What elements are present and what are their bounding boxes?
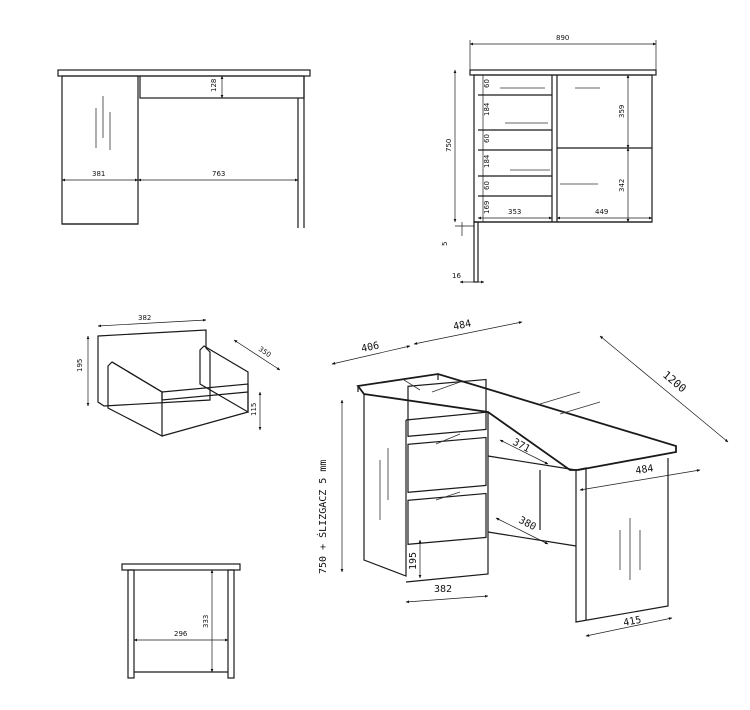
dim-drawer-front-a: 60 (483, 79, 491, 88)
front-view: 128 381 763 (57, 69, 311, 228)
dim-iso-top-depth: 406 (360, 340, 380, 355)
shelf-left-side (127, 569, 135, 679)
drawer-view: 195 382 350 115 (76, 314, 281, 437)
dim-iso-drawer-h: 195 (408, 552, 419, 570)
dim-iso-top-width: 484 (452, 318, 472, 333)
iso-drawer-3 (407, 492, 487, 545)
dim-shelf-lower: 342 (618, 179, 626, 192)
dim-bottom-gap: 169 (483, 201, 491, 214)
dim-iso-cabinet-w: 382 (434, 584, 452, 595)
dim-drawer-height: 195 (76, 359, 84, 372)
dim-shelf-upper: 359 (618, 105, 626, 118)
dim-thickness: 16 (452, 272, 461, 280)
dim-pedestal-width: 381 (92, 170, 105, 178)
iso-cabinet-front (405, 411, 489, 583)
side-desktop (469, 69, 657, 76)
iso-view: 406 484 1200 484 750 + ŚLIZGACZ 5 mm 371… (316, 318, 729, 637)
iso-side-leg (575, 458, 669, 623)
front-desktop (57, 69, 311, 77)
iso-drawer-2 (407, 436, 487, 493)
dim-side-height: 750 (445, 139, 453, 152)
dim-gap-a: 184 (483, 102, 491, 116)
dim-shelf-height: 333 (202, 615, 210, 628)
shelf-top (121, 563, 241, 571)
dim-knee-width: 763 (212, 170, 225, 178)
dim-iso-side-depth: 484 (635, 463, 655, 477)
drawer-right-side (199, 345, 249, 414)
dim-side-total-width: 890 (556, 34, 569, 42)
dim-right-section: 449 (595, 208, 608, 216)
dim-iso-inner-b: 380 (517, 515, 538, 533)
dim-gap-b: 184 (483, 154, 491, 168)
side-view: 890 750 60 184 60 184 60 169 359 342 353… (441, 34, 657, 284)
iso-drawer-1 (407, 378, 487, 437)
dim-glide: 5 (441, 242, 449, 246)
dim-drawer-depth: 350 (257, 345, 273, 359)
side-leg (473, 221, 479, 283)
dim-shelf-width: 296 (174, 630, 188, 638)
dim-iso-leg-w: 415 (622, 615, 642, 629)
front-pedestal (61, 75, 139, 225)
dim-left-section: 353 (508, 208, 521, 216)
iso-cabinet-left (363, 394, 407, 577)
dim-drawer-inner-height: 115 (250, 403, 258, 416)
dim-drawer-width: 382 (138, 314, 151, 322)
shelf-right-side (227, 569, 235, 679)
shelf-view: 296 333 (121, 563, 241, 679)
dim-iso-length: 1200 (660, 368, 689, 395)
drawer-left-side (107, 361, 163, 437)
dim-drawer-front-b: 60 (483, 134, 491, 143)
dim-drawer-height: 128 (210, 79, 218, 92)
drawer-back-panel (97, 329, 211, 407)
dim-drawer-front-c: 60 (483, 181, 491, 190)
dim-iso-height-note: 750 + ŚLIZGACZ 5 mm (316, 460, 329, 574)
